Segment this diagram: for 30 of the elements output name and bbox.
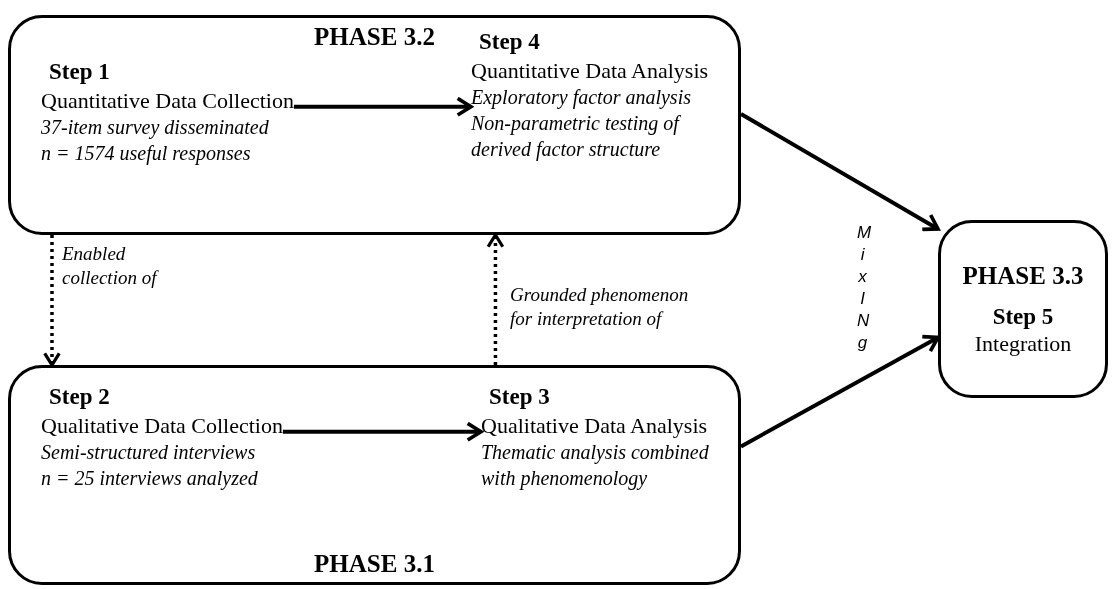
step-detail: Semi-structured interviews (41, 440, 257, 466)
step-heading: Step 5 (992, 303, 1054, 331)
step-detail: Thematic analysis combined with phenomenology (481, 440, 710, 492)
phase-title: PHASE 3.1 (314, 548, 435, 579)
phase-title: PHASE 3.2 (314, 22, 435, 52)
step-detail: Non-parametric testing of derived factor structure (471, 111, 682, 163)
arrow (282, 421, 483, 442)
step-title: Integration (974, 330, 1072, 357)
phase-box (938, 220, 1108, 398)
step-detail: 37-item survey disseminated (41, 115, 270, 141)
step-title: Quantitative Data Collection (41, 86, 294, 115)
arrow (740, 112, 940, 232)
step-heading: Step 3 (488, 383, 551, 411)
step-heading: Step 4 (478, 28, 541, 56)
arrow (740, 334, 940, 449)
step-detail: n = 25 interviews analyzed (41, 466, 259, 492)
step-heading: Step 1 (48, 58, 111, 86)
phase-box (8, 365, 741, 585)
step-heading: Step 2 (48, 383, 111, 411)
arrow (486, 233, 505, 365)
vertical-label: MixINg (857, 222, 869, 355)
phase-title: PHASE 3.3 (962, 261, 1084, 291)
step-detail: Exploratory factor analysis (471, 85, 692, 111)
arrow (43, 235, 61, 367)
step-title: Quantitative Data Analysis (471, 56, 710, 85)
step-detail: n = 1574 useful responses (41, 141, 252, 167)
step-title: Qualitative Data Analysis (481, 411, 709, 440)
arrow (293, 96, 473, 117)
step-title: Qualitative Data Collection (41, 411, 283, 440)
phase-box (8, 15, 741, 235)
